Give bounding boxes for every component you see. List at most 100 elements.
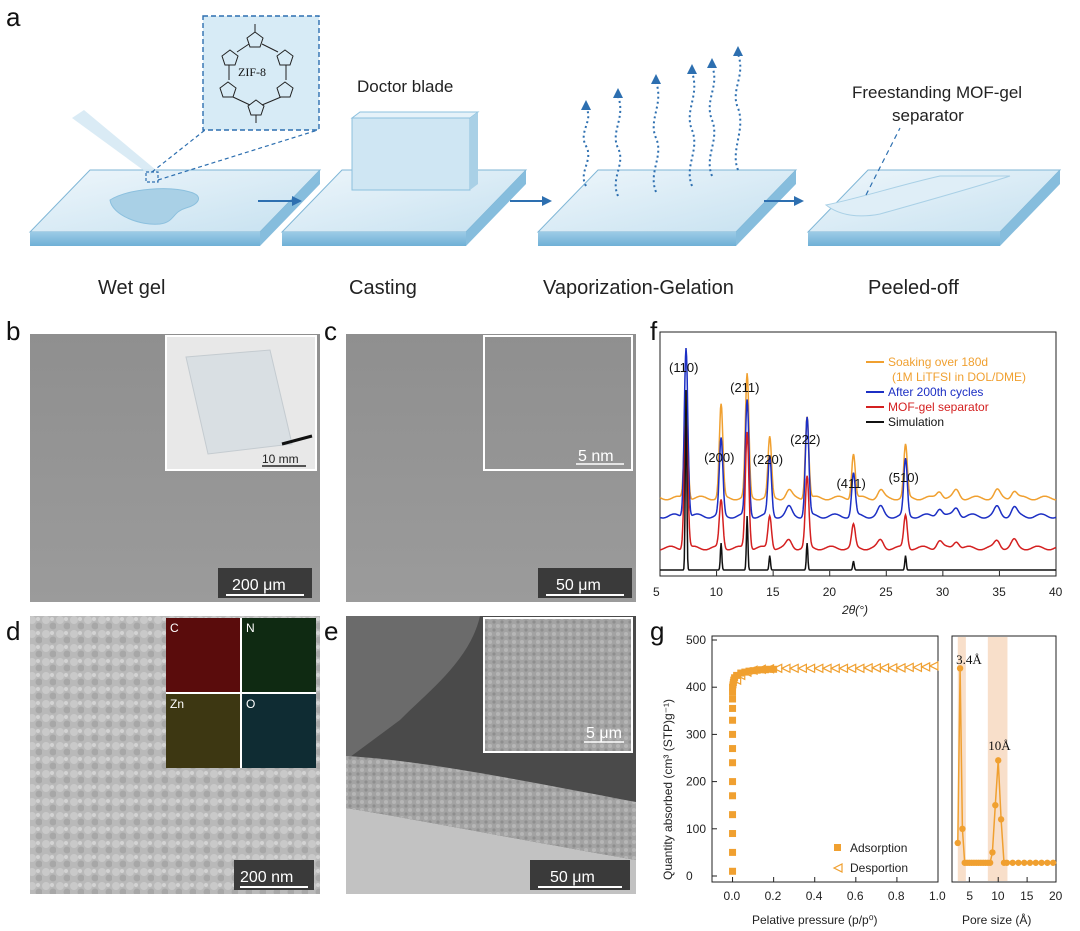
scalebar-d	[234, 860, 314, 890]
pore-frame	[951, 635, 1057, 883]
pipette	[72, 110, 156, 175]
xrd-trace-2	[659, 421, 1057, 551]
desorption-point	[920, 661, 931, 672]
arrow-3	[764, 196, 804, 206]
pore-point	[1044, 859, 1051, 866]
eds-map-o	[242, 694, 316, 768]
inset-scale-c: 5 nm	[578, 448, 614, 465]
pore-point	[959, 825, 966, 832]
peak-label: (510)	[889, 470, 919, 485]
eds-map-zn	[166, 694, 240, 768]
tick-label: 0.0	[724, 889, 741, 903]
xrd-trace-3	[660, 389, 1056, 571]
scalebar-c	[538, 568, 632, 598]
tick-label: 200	[686, 775, 706, 789]
desorption-point	[879, 662, 890, 673]
adsorption-point	[729, 688, 737, 696]
tick-label: 0.8	[888, 889, 905, 903]
desorption-point	[854, 663, 865, 674]
desorption-point	[755, 664, 766, 675]
inset-e	[483, 617, 633, 753]
peak-label: (220)	[753, 452, 783, 467]
step-vaporization-gelation: Vaporization-Gelation	[543, 277, 734, 299]
zif8-inset: ZIF-8	[202, 15, 320, 131]
arrow-2	[510, 196, 552, 206]
adsorption-point	[729, 848, 737, 856]
adsorption-point	[729, 792, 737, 800]
desorption-point	[821, 663, 832, 674]
pore-point	[1021, 859, 1028, 866]
scale-label-d: 200 nm	[240, 869, 293, 886]
pore-point	[1032, 859, 1039, 866]
desorption-point	[846, 663, 857, 674]
gel-puddle	[109, 188, 199, 225]
tick-label: 0	[686, 869, 693, 883]
tick-label: 1.0	[929, 889, 946, 903]
pore-point	[956, 665, 964, 672]
peak-label: (211)	[730, 380, 759, 395]
pore-point	[954, 839, 961, 847]
adsorption-point	[729, 759, 737, 767]
vapor-lines	[582, 53, 742, 197]
desorption-point	[741, 667, 752, 678]
step-peeled-off: Peeled-off	[868, 277, 959, 299]
cross-section	[346, 756, 636, 860]
desorption-point	[780, 663, 791, 674]
peak-label: (200)	[704, 450, 734, 465]
tick-label: 300	[686, 727, 706, 741]
panel-label-e: e	[324, 616, 338, 646]
tick-label: 10	[991, 889, 1005, 903]
tick-label: 15	[766, 585, 780, 599]
tick-label: 500	[686, 633, 706, 647]
eds-label-n: N	[246, 621, 255, 635]
tick-label: 20	[1049, 889, 1063, 903]
pore-point	[997, 816, 1005, 823]
eds-map-c	[166, 618, 240, 692]
pore-x-label: Pore size (Å)	[962, 912, 1031, 927]
doctor-blade-label: Doctor blade	[357, 77, 453, 96]
panel-label-a: a	[6, 2, 21, 32]
adsorption-point	[729, 867, 737, 875]
peeled-film	[824, 175, 1011, 217]
adsorption-point	[745, 667, 753, 675]
schematic-process: ZIF-8 Doctor blade	[28, 15, 1062, 299]
desorption-point	[731, 675, 742, 686]
tick-label: 0.4	[806, 889, 823, 903]
legend-label: Adsorption	[850, 841, 907, 855]
adsorption-point	[729, 811, 737, 819]
desorption-point	[805, 663, 816, 674]
desorption-point	[887, 662, 898, 673]
scale-label-c: 50 μm	[556, 577, 601, 594]
tick-label: 0.6	[847, 889, 864, 903]
isotherm-frame	[711, 635, 939, 883]
xrd-traces	[659, 347, 1057, 571]
freestanding-label-1: Freestanding MOF-gel	[852, 83, 1022, 102]
slab-vaporization	[536, 46, 798, 246]
peak-label: (222)	[790, 432, 820, 447]
doctor-blade	[351, 117, 471, 191]
desorption-point	[813, 663, 824, 674]
slab-wet-gel	[28, 110, 322, 246]
scalebar-e	[530, 860, 630, 890]
pore-point	[1009, 859, 1016, 866]
adsorption-point	[729, 730, 737, 738]
tick-label: 0.2	[765, 889, 782, 903]
xrd-trace-0	[659, 373, 1057, 501]
adsorption-point	[766, 665, 774, 673]
eds-label-zn: Zn	[170, 697, 184, 711]
legend-label: Soaking over 180d	[888, 355, 988, 369]
slab-peeled	[806, 127, 1062, 246]
eds-label-c: C	[170, 621, 179, 635]
legend-label: Simulation	[888, 415, 944, 429]
tick-label: 100	[686, 822, 706, 836]
tick-label: 15	[1020, 889, 1034, 903]
tick-label: 30	[936, 585, 950, 599]
eds-map-n	[242, 618, 316, 692]
peak-label: (411)	[836, 476, 865, 491]
desorption-point	[772, 663, 783, 674]
tick-label: 20	[823, 585, 837, 599]
